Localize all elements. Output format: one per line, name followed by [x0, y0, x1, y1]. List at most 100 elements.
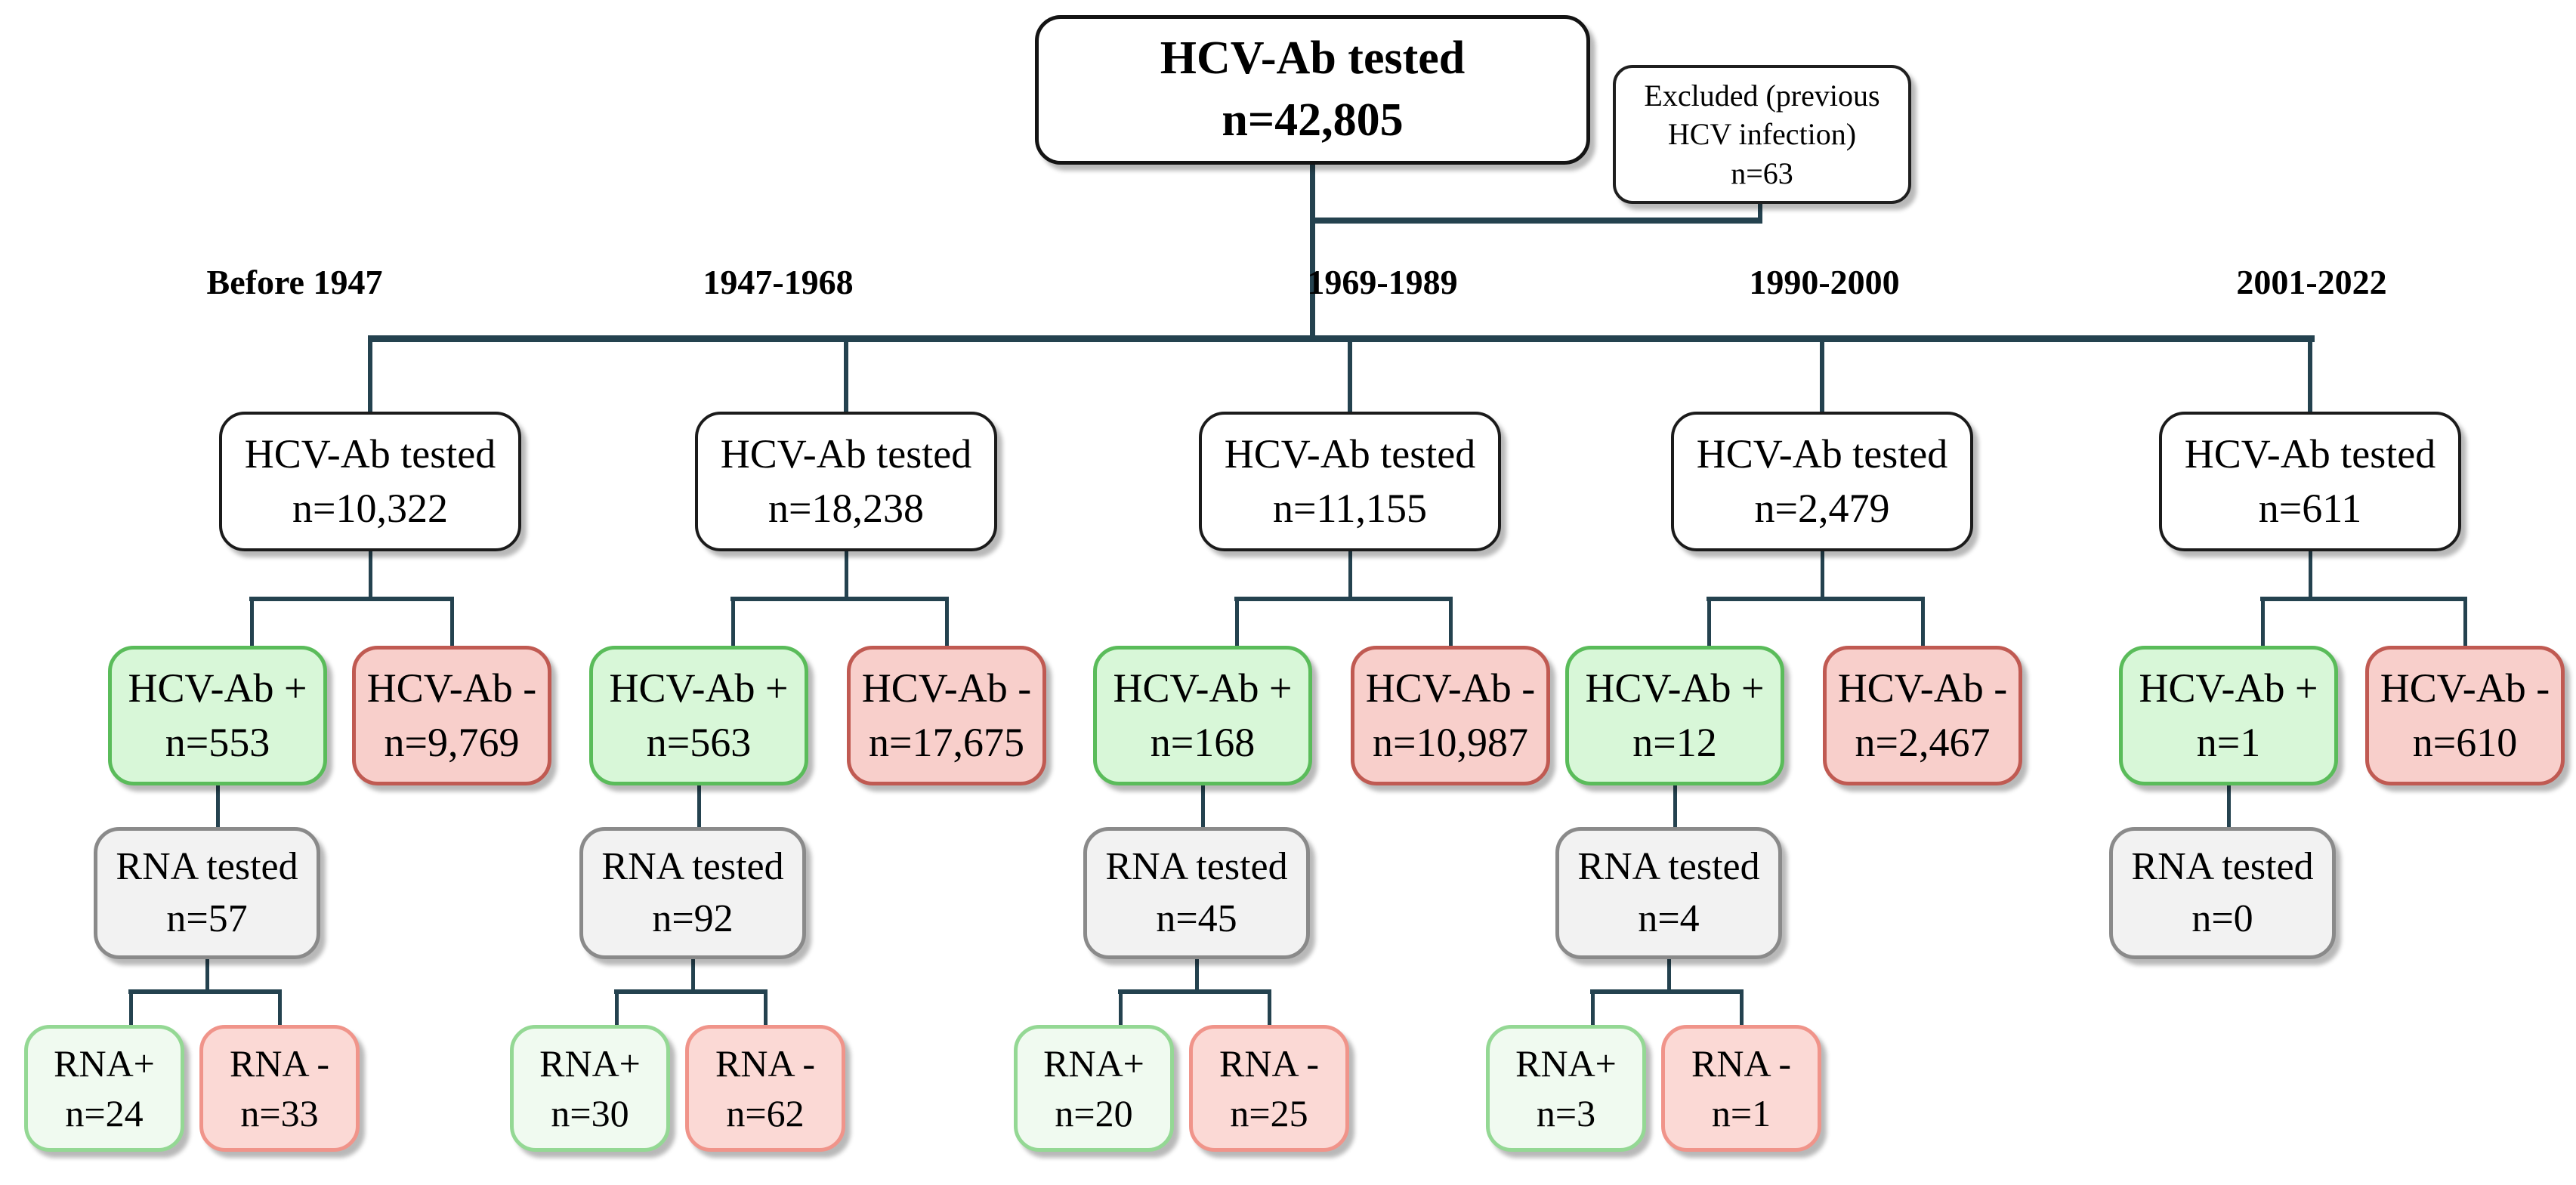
connector-line: [1820, 340, 1824, 412]
hcv-tested-box-count: n=18,238: [768, 485, 924, 531]
connector-line: [1267, 989, 1271, 1025]
connector-line: [1448, 597, 1453, 646]
connector-line: [2226, 785, 2231, 827]
period-label: 1990-2000: [1749, 263, 1900, 301]
hcv-tested-box-title: HCV-Ab tested: [1224, 431, 1476, 477]
rna-tested-box-title: RNA tested: [1105, 844, 1288, 888]
connector-line: [1234, 597, 1239, 646]
hcv-ab-positive-box: HCV-Ab +n=12: [1565, 646, 1784, 785]
connector-line: [215, 785, 220, 827]
hcv-tested-box-title: HCV-Ab tested: [720, 431, 972, 477]
rna-negative-box-title: RNA -: [1219, 1042, 1319, 1085]
connector-line: [205, 959, 209, 989]
hcv-ab-positive-box-count: n=553: [165, 719, 270, 765]
rna-negative-box: RNA - n=25: [1189, 1025, 1349, 1152]
connector-line: [1200, 785, 1205, 827]
connector-line: [1348, 340, 1352, 412]
hcv-ab-positive-box-title: HCV-Ab +: [1113, 665, 1293, 711]
rna-negative-box-count: n=62: [726, 1092, 805, 1134]
hcv-ab-negative-box: HCV-Ab - n=2,467: [1823, 646, 2022, 785]
connector-line: [1666, 959, 1671, 989]
connector-line: [2308, 551, 2312, 597]
connector-line: [1118, 989, 1123, 1025]
rna-tested-box-title: RNA tested: [1577, 844, 1760, 888]
connector-line: [844, 340, 848, 412]
hcv-ab-positive-box-count: n=168: [1150, 719, 1256, 765]
hcv-ab-negative-box-count: n=610: [2412, 719, 2518, 765]
connector-line: [1590, 989, 1595, 1025]
rna-tested-box-title: RNA tested: [116, 844, 298, 888]
connector-line: [614, 989, 619, 1025]
hcv-ab-positive-box-title: HCV-Ab +: [609, 665, 789, 711]
rna-positive-box-count: n=30: [551, 1092, 629, 1134]
connector-line: [1234, 597, 1453, 601]
connector-line: [730, 597, 735, 646]
connector-line: [249, 597, 254, 646]
rna-negative-box-title: RNA -: [230, 1042, 329, 1085]
hcv-tested-box: HCV-Ab tested n=18,238: [695, 412, 997, 551]
connector-line: [368, 340, 372, 412]
hcv-ab-negative-box-title: HCV-Ab -: [366, 665, 537, 711]
connector-line: [1673, 785, 1677, 827]
connector-line: [763, 989, 768, 1025]
connector-line: [1920, 597, 1925, 646]
rna-negative-box-count: n=1: [1711, 1092, 1771, 1134]
hcv-ab-negative-box-count: n=10,987: [1373, 719, 1528, 765]
hcv-ab-positive-box-count: n=563: [646, 719, 752, 765]
rna-negative-box-count: n=25: [1230, 1092, 1308, 1134]
hcv-ab-negative-box: HCV-Ab - n=610: [2365, 646, 2565, 785]
rna-positive-box: RNA+n=3: [1486, 1025, 1646, 1152]
hcv-tested-box-count: n=611: [2258, 485, 2362, 531]
rna-tested-box-count: n=4: [1638, 896, 1700, 940]
hcv-tested-box-count: n=11,155: [1273, 485, 1427, 531]
connector-line: [128, 989, 133, 1025]
hcv-ab-negative-box-count: n=17,675: [869, 719, 1024, 765]
hcv-ab-positive-box: HCV-Ab + n=563: [589, 646, 808, 785]
rna-positive-box: RNA+n=30: [510, 1025, 670, 1152]
connector-line: [1707, 597, 1925, 601]
connector-line: [944, 597, 949, 646]
rna-positive-box-count: n=20: [1055, 1092, 1133, 1134]
hcv-ab-positive-box: HCV-Ab + n=1: [2119, 646, 2338, 785]
connector-line: [2260, 597, 2467, 601]
hcv-ab-positive-box-title: HCV-Ab +: [128, 665, 307, 711]
hcv-ab-negative-box: HCV-Ab -n=17,675: [847, 646, 1046, 785]
rna-negative-box-count: n=33: [240, 1092, 319, 1134]
rna-negative-box: RNA -n=62: [685, 1025, 845, 1152]
period-label: Before 1947: [206, 263, 383, 301]
connector-line: [368, 335, 2315, 342]
connector-line: [1194, 959, 1199, 989]
period-label: 2001-2022: [2236, 263, 2387, 301]
connector-line: [1312, 218, 1762, 224]
hcv-ab-negative-box-count: n=9,769: [384, 719, 520, 765]
rna-negative-box-title: RNA -: [1691, 1042, 1791, 1085]
rna-positive-box-title: RNA+: [1043, 1042, 1144, 1085]
rna-positive-box-title: RNA+: [1515, 1042, 1617, 1085]
connector-line: [368, 551, 372, 597]
excluded-box: Excluded (previous HCV infection) n=63: [1613, 65, 1911, 204]
hcv-tested-box-count: n=10,322: [292, 485, 448, 531]
rna-tested-box: RNA tested n=4: [1555, 827, 1782, 959]
hcv-ab-positive-box-title: HCV-Ab +: [2139, 665, 2318, 711]
connector-line: [690, 959, 695, 989]
connector-line: [1739, 989, 1744, 1025]
connector-line: [1820, 551, 1824, 597]
hcv-ab-negative-box-title: HCV-Ab -: [1837, 665, 2008, 711]
connector-line: [277, 989, 282, 1025]
period-label: 1969-1989: [1307, 263, 1458, 301]
hcv-ab-negative-box-title: HCV-Ab -: [1365, 665, 1536, 711]
hcv-tested-box: HCV-Ab tested n=11,155: [1199, 412, 1501, 551]
excluded-box-count: n=63: [1731, 156, 1793, 190]
hcv-ab-negative-box-title: HCV-Ab -: [2380, 665, 2550, 711]
connector-line: [1707, 597, 1711, 646]
hcv-ab-positive-box-count: n=1: [2196, 719, 2261, 765]
rna-tested-box-title: RNA tested: [2131, 844, 2314, 888]
hcv-ab-negative-box-count: n=2,467: [1855, 719, 1991, 765]
